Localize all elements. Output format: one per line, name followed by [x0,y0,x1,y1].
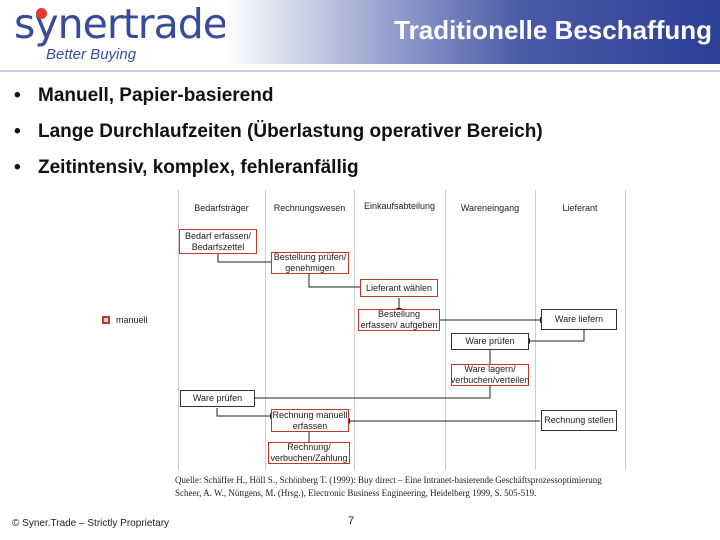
bullet-icon: • [14,121,21,142]
step-ware-pruefen-bedarfstraeger: Ware prüfen [180,390,255,407]
logo-dot-icon [36,8,47,19]
bullet-text: Zeitintensiv, komplex, fehleranfällig [38,157,359,178]
logo: synertrade [14,0,228,48]
lane-divider [265,190,266,470]
lane-divider [625,190,626,470]
step-bestellung-erfassen: Bestellung erfassen/ aufgeben [358,309,440,331]
bullet-text: Manuell, Papier-basierend [38,85,274,106]
step-rechnung-erfassen: Rechnung manuell erfassen [271,409,349,432]
bullet-item: • Manuell, Papier-basierend [14,85,273,107]
bullet-icon: • [14,85,21,106]
header: synertrade Better Buying Traditionelle B… [0,0,720,72]
column-header-lieferant: Lieferant [562,203,598,213]
bullet-item: • Zeitintensiv, komplex, fehleranfällig [14,157,359,179]
source-line-1: Quelle: Schäffer H., Höll S., Schönberg … [175,475,602,485]
bullet-item: • Lange Durchlaufzeiten (Überlastung oper… [14,121,543,143]
step-rechnung-stellen: Rechnung stellen [541,410,617,431]
bullet-icon: • [14,157,21,178]
legend-label: manuell [116,315,148,325]
source-line-2: Scheer, A. W., Nüttgens, M. (Hrsg.), Ele… [175,488,537,498]
step-bedarf-erfassen: Bedarf erfassen/ Bedarfszettel [179,229,257,254]
lane-divider [445,190,446,470]
bullet-text: Lange Durchlaufzeiten (Überlastung opera… [38,121,543,142]
step-rechnung-verbuchen: Rechnung/ verbuchen/Zahlung [268,442,350,464]
step-ware-lagern: Ware lagern/ verbuchen/verteilen [450,364,530,386]
legend-manual-icon [102,316,110,324]
step-ware-liefern: Ware liefern [541,309,617,330]
lane-divider [354,190,355,470]
header-rule [0,70,720,72]
page-number: 7 [348,515,355,527]
column-header-rechnungswesen: Rechnungswesen [273,203,346,213]
column-header-einkaufsabteilung: Einkaufsabteilung [363,201,436,211]
logo-tagline: Better Buying [46,46,137,63]
step-bestellung-pruefen: Bestellung prüfen/ genehmigen [271,252,349,274]
step-ware-pruefen-wareneingang: Ware prüfen [451,333,529,350]
slide-title: Traditionelle Beschaffung [394,15,712,45]
column-header-wareneingang: Wareneingang [460,203,520,213]
step-lieferant-waehlen: Lieferant wählen [360,279,438,297]
source-citation: Quelle: Schäffer H., Höll S., Schönberg … [175,474,602,500]
lane-divider [178,190,179,470]
title-banner: Traditionelle Beschaffung [225,0,720,64]
footer-copyright: © Syner.Trade – Strictly Proprietary [12,518,170,529]
lane-divider [535,190,536,470]
column-header-bedarfstraeger: Bedarfsträger [194,203,249,213]
